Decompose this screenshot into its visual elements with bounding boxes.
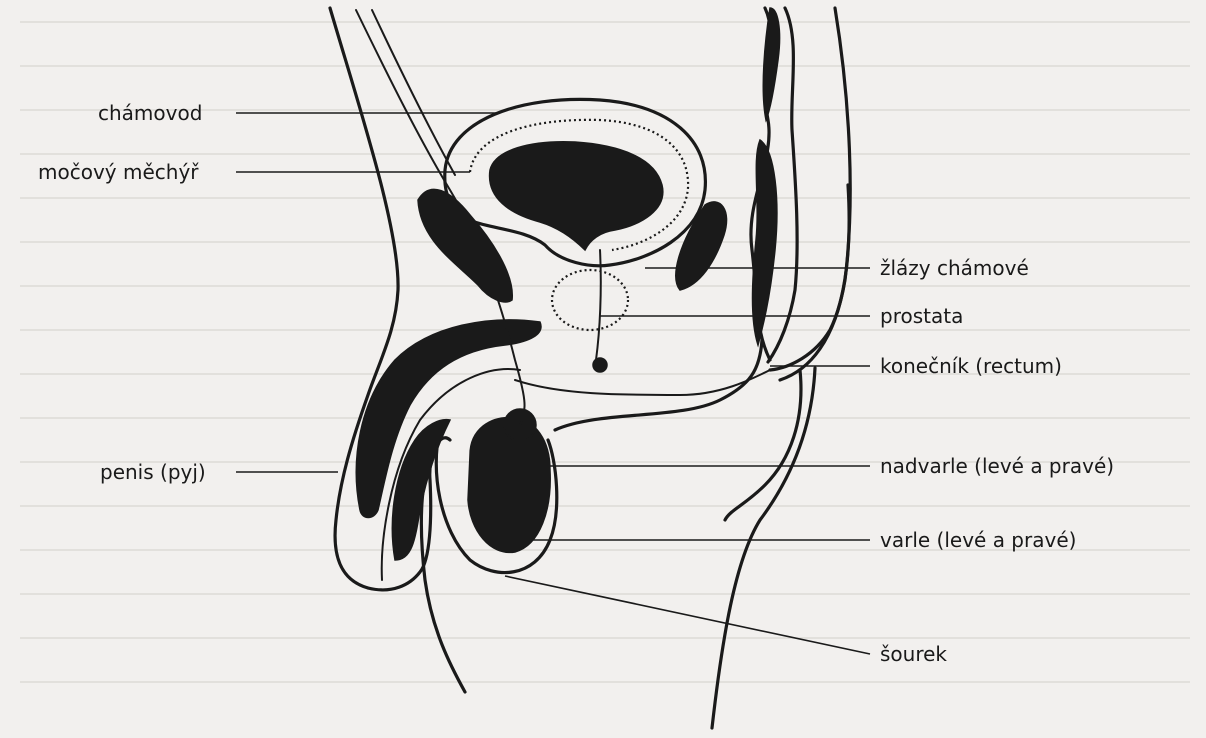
label-mocovy-mechyr: močový měchýř — [38, 160, 199, 184]
leader-sourek — [505, 576, 870, 654]
vas-deferens-2 — [372, 10, 455, 175]
testis — [468, 418, 550, 553]
thigh-line-right — [555, 340, 762, 430]
prostate — [552, 270, 628, 330]
label-nadvarle: nadvarle (levé a pravé) — [880, 454, 1114, 478]
label-penis: penis (pyj) — [100, 460, 206, 484]
rectum-wall-dark — [753, 140, 777, 345]
label-konecnik: konečník (rectum) — [880, 354, 1062, 378]
label-varle: varle (levé a pravé) — [880, 528, 1076, 552]
thigh-line-left — [421, 430, 465, 692]
back-line-outer — [780, 8, 850, 380]
label-zlazy-chamove: žlázy chámové — [880, 256, 1029, 280]
seminal-vesicle-right — [676, 202, 727, 290]
leg-line-rear — [712, 368, 815, 728]
label-chamovod: chámovod — [98, 101, 202, 125]
label-sourek: šourek — [880, 642, 947, 666]
back-line-inner — [770, 185, 849, 370]
label-prostata: prostata — [880, 304, 963, 328]
seminal-vesicle-left — [418, 189, 512, 302]
perineum-line — [725, 370, 801, 520]
bladder-cavity — [490, 142, 663, 250]
rectum-wall-dark-2 — [763, 8, 779, 120]
anatomy-drawing — [330, 8, 850, 728]
